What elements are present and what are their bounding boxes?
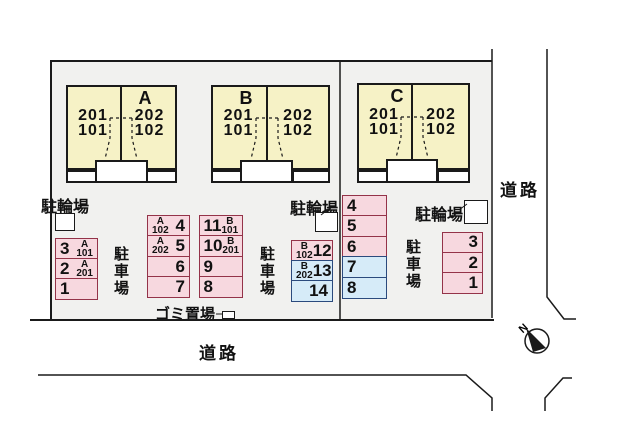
parking-space-number: 7 — [175, 277, 185, 297]
parking-space-number: 3 — [468, 232, 478, 252]
parking-space-number: 5 — [347, 216, 357, 236]
bicycle-parking-label-a: 駐輪場 — [41, 199, 90, 216]
bike-box-tick-b — [320, 207, 331, 216]
parking-column-left: 3 A 101 2 A 201 1 — [55, 238, 98, 300]
parking-space-unit-label: A 201 — [76, 258, 93, 279]
building-b-stairs — [250, 117, 284, 160]
building-b-entrance — [240, 160, 293, 183]
building-a-right-units: 202 102 — [134, 107, 165, 139]
parking-space-number: 12 — [312, 240, 332, 260]
parking-space-8: 8 — [198, 276, 243, 299]
parking-space-number: 8 — [203, 277, 213, 297]
parking-space-14: 14 — [291, 280, 333, 302]
bicycle-parking-label-c: 駐輪場 — [415, 207, 464, 224]
bike-box-tick-c — [458, 203, 468, 211]
parking-space-number: 7 — [347, 257, 357, 277]
parking-space-2: 2 A 201 — [55, 258, 98, 280]
bicycle-parking-box-b — [315, 212, 338, 232]
building-a-left-units: 201 101 — [78, 107, 108, 139]
compass-icon: N — [517, 322, 550, 354]
building-a-letter: A — [138, 88, 152, 108]
building-c-stairs — [395, 116, 429, 159]
building-b-letter: B — [239, 88, 253, 108]
parking-space-unit-label: B 101 — [221, 215, 239, 236]
parking-space-number: 6 — [347, 236, 357, 256]
bicycle-parking-box-a — [55, 213, 75, 231]
parking-space-unit-label: A 102 — [152, 215, 169, 236]
parking-space-number: 8 — [347, 277, 357, 297]
parking-space-number: 11 — [203, 215, 222, 235]
parking-space-number: 1 — [60, 279, 70, 299]
parking-space-1: 1 — [55, 278, 98, 300]
car-parking-label-mid: 駐車場 — [258, 246, 275, 297]
garbage-area-label: ゴミ置場 — [155, 306, 216, 323]
parking-space-number: 9 — [203, 256, 213, 276]
building-a-entrance — [95, 160, 148, 183]
parking-space-number: 6 — [175, 256, 185, 276]
parking-space-4: A 102 4 — [147, 214, 190, 237]
building-c-right-units: 202 102 — [426, 106, 456, 138]
parking-space-3: 3 A 101 — [55, 238, 98, 260]
bottom-road-far-edge — [38, 374, 493, 411]
garbage-box — [222, 311, 235, 319]
parking-space-7: 7 — [147, 276, 190, 299]
building-c-right-strip — [437, 170, 470, 183]
building-b-right-strip — [292, 170, 330, 183]
building-b-left-units: 201 101 — [223, 107, 254, 139]
road-label-right: 道路 — [500, 181, 540, 200]
parking-space-number: 1 — [468, 272, 478, 292]
car-parking-label-left: 駐車場 — [112, 246, 129, 297]
right-road-far-edge — [546, 49, 576, 320]
building-c-divider — [411, 85, 413, 159]
parking-space-number: 5 — [175, 236, 185, 256]
parking-space-unit-label: A 202 — [152, 236, 169, 257]
road-corner-southeast — [544, 377, 572, 411]
parking-space-number: 3 — [60, 238, 70, 258]
parking-space-unit-label: B 201 — [222, 236, 240, 257]
building-b-right-units: 202 102 — [283, 107, 313, 139]
parking-space-2: 2 — [442, 251, 483, 274]
car-parking-label-right: 駐車場 — [404, 239, 421, 290]
parking-space-unit-label: A 101 — [76, 238, 93, 259]
parking-space-number: 2 — [468, 252, 478, 272]
parking-space-number: 4 — [347, 195, 357, 215]
parking-space-number: 13 — [312, 260, 332, 280]
building-c — [357, 83, 470, 170]
parking-space-unit-label: B 202 — [296, 260, 313, 281]
building-c-entrance — [386, 159, 438, 183]
parking-space-number: 2 — [60, 258, 70, 278]
building-b-divider — [266, 87, 268, 160]
road-label-bottom: 道路 — [199, 344, 239, 363]
bicycle-parking-box-c — [464, 200, 488, 224]
parking-space-1: 1 — [442, 271, 483, 294]
parking-space-unit-label: B 102 — [296, 240, 313, 261]
parking-space-number: 4 — [175, 215, 185, 235]
parking-space-number: 10 — [203, 236, 223, 256]
building-c-letter: C — [390, 86, 404, 106]
building-c-left-units: 201 101 — [369, 106, 399, 138]
parking-space-number: 14 — [309, 281, 328, 301]
building-a-divider — [120, 87, 122, 160]
parking-space-8: 8 — [342, 276, 387, 299]
building-a-stairs — [104, 117, 138, 160]
